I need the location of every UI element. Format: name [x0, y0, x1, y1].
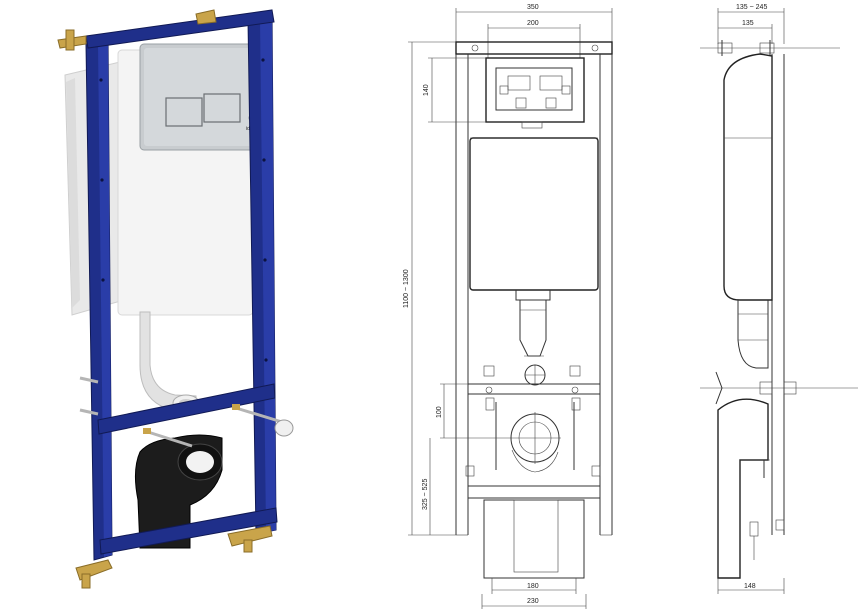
svg-text:135 ~ 245: 135 ~ 245: [736, 4, 767, 11]
svg-text:135: 135: [742, 20, 754, 27]
dim-depth-range: 135 ~ 245: [717, 4, 785, 44]
dim-bottom-inner: 180: [491, 578, 577, 594]
flush-button-large[interactable]: [203, 93, 241, 123]
product-render: ideal: [57, 9, 294, 589]
dim-height-range: 1100 ~ 1300: [403, 41, 456, 536]
dim-depth-min: 135: [718, 20, 773, 44]
svg-text:350: 350: [527, 4, 539, 11]
side-elevation: 135 ~ 245 135: [700, 4, 858, 594]
mounting-bracket-icon: [57, 9, 273, 589]
cistern-side: [66, 78, 80, 308]
dim-foot-width: 148: [717, 578, 785, 594]
dim-top-width: 350: [455, 4, 613, 44]
frame-bottom-bar: [99, 507, 278, 555]
svg-text:200: 200: [527, 20, 539, 27]
dim-plate-height: 140: [423, 57, 486, 123]
svg-text:180: 180: [527, 583, 539, 590]
dim-inlet-offset: 100: [436, 383, 509, 439]
svg-text:100: 100: [436, 406, 443, 418]
dim-plate-width: 200: [487, 20, 581, 58]
svg-text:230: 230: [527, 598, 539, 605]
flush-button-small[interactable]: [165, 97, 203, 127]
frame-middle-bar: [97, 383, 276, 435]
frame-top-bar: [85, 9, 275, 49]
rod-cap: [274, 419, 294, 437]
svg-text:148: 148: [744, 583, 756, 590]
svg-text:1100 ~ 1300: 1100 ~ 1300: [403, 269, 410, 308]
svg-text:140: 140: [423, 84, 430, 96]
flush-plate: ideal: [139, 43, 263, 151]
dim-bottom-outer: 230: [481, 594, 587, 609]
dim-outlet-height: 325 ~ 525: [422, 438, 431, 535]
threaded-rods: [79, 376, 283, 448]
svg-text:325 ~ 525: 325 ~ 525: [422, 479, 429, 510]
front-elevation: 350 200 140: [403, 4, 613, 609]
